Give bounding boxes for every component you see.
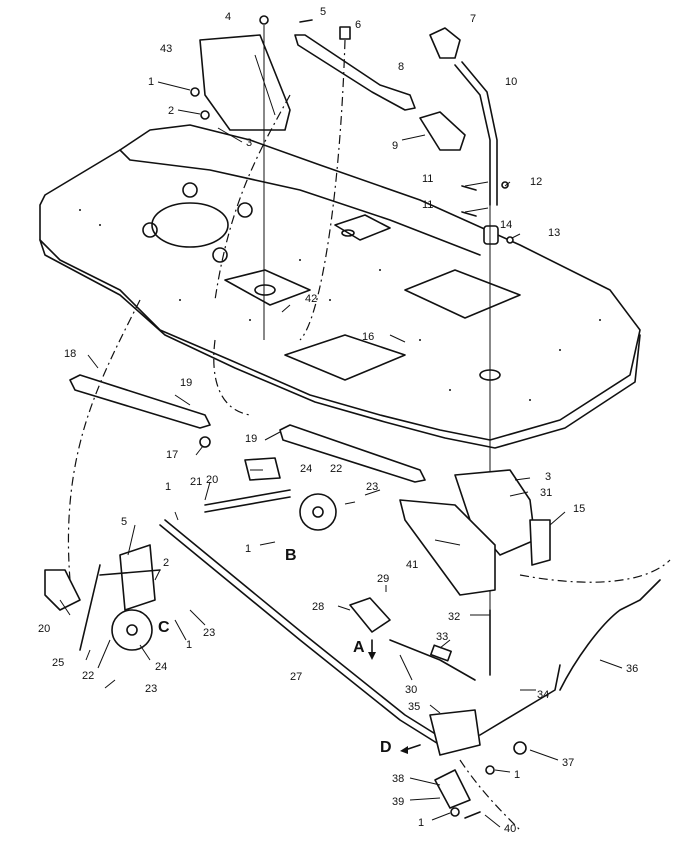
bracket-41	[399, 499, 496, 596]
callout-15: 15	[573, 503, 585, 515]
link-19-right	[279, 424, 426, 483]
callout-38: 38	[392, 773, 404, 785]
callout-23: 23	[366, 481, 378, 493]
callout-22: 22	[330, 463, 342, 475]
callout-43: 43	[160, 43, 172, 55]
plate-35	[429, 709, 481, 756]
link-19-left	[69, 374, 211, 429]
callout-20: 20	[38, 623, 50, 635]
callout-18: 18	[64, 348, 76, 360]
callout-2: 2	[163, 557, 169, 569]
block-28	[349, 597, 391, 633]
callout-27: 27	[290, 671, 302, 683]
callout-24: 24	[300, 463, 312, 475]
callout-13: 13	[548, 227, 560, 239]
callout-22: 22	[82, 670, 94, 682]
rod-8	[294, 34, 416, 111]
callout-33: 33	[436, 631, 448, 643]
callout-3: 3	[246, 137, 252, 149]
callout-1: 1	[148, 76, 154, 88]
callout-37: 37	[562, 757, 574, 769]
callout-32: 32	[448, 611, 460, 623]
callout-14: 14	[500, 219, 512, 231]
callout-7: 7	[470, 13, 476, 25]
callout-4: 4	[225, 11, 231, 23]
callout-17: 17	[166, 449, 178, 461]
callout-42: 42	[305, 293, 317, 305]
callout-21: 21	[190, 476, 202, 488]
callout-12: 12	[530, 176, 542, 188]
callout-11: 11	[422, 199, 433, 211]
callout-19: 19	[245, 433, 257, 445]
callout-36: 36	[626, 663, 638, 675]
callout-2: 2	[168, 105, 174, 117]
callout-41: 41	[406, 559, 418, 571]
callout-40: 40	[504, 823, 516, 835]
callout-25: 25	[52, 657, 64, 669]
knob-7	[429, 27, 461, 59]
callout-34: 34	[537, 689, 549, 701]
callout-1: 1	[514, 769, 520, 781]
callout-8: 8	[398, 61, 404, 73]
callout-1: 1	[245, 543, 251, 555]
callout-9: 9	[392, 140, 398, 152]
bracket-38	[434, 769, 471, 809]
callout-29: 29	[377, 573, 389, 585]
grip-9	[419, 111, 466, 151]
callout-1: 1	[418, 817, 424, 829]
callout-5: 5	[121, 516, 127, 528]
callout-28: 28	[312, 601, 324, 613]
callout-3: 3	[545, 471, 551, 483]
callout-1: 1	[186, 639, 192, 651]
callout-39: 39	[392, 796, 404, 808]
detail-letter-c: C	[158, 619, 170, 636]
callout-19: 19	[180, 377, 192, 389]
callout-6: 6	[355, 19, 361, 31]
plate-43	[199, 34, 291, 131]
callout-23: 23	[145, 683, 157, 695]
callout-35: 35	[408, 701, 420, 713]
callout-16: 16	[362, 331, 374, 343]
callout-23: 23	[203, 627, 215, 639]
callout-5: 5	[320, 6, 326, 18]
detail-letter-d: D	[380, 739, 392, 756]
callout-20: 20	[206, 474, 218, 486]
callout-1: 1	[165, 481, 171, 493]
callout-10: 10	[505, 76, 517, 88]
callout-24: 24	[155, 661, 167, 673]
detail-letter-b: B	[285, 547, 297, 564]
callout-31: 31	[540, 487, 552, 499]
callout-11: 11	[422, 173, 433, 185]
detail-letter-a: A	[353, 639, 365, 656]
callout-30: 30	[405, 684, 417, 696]
